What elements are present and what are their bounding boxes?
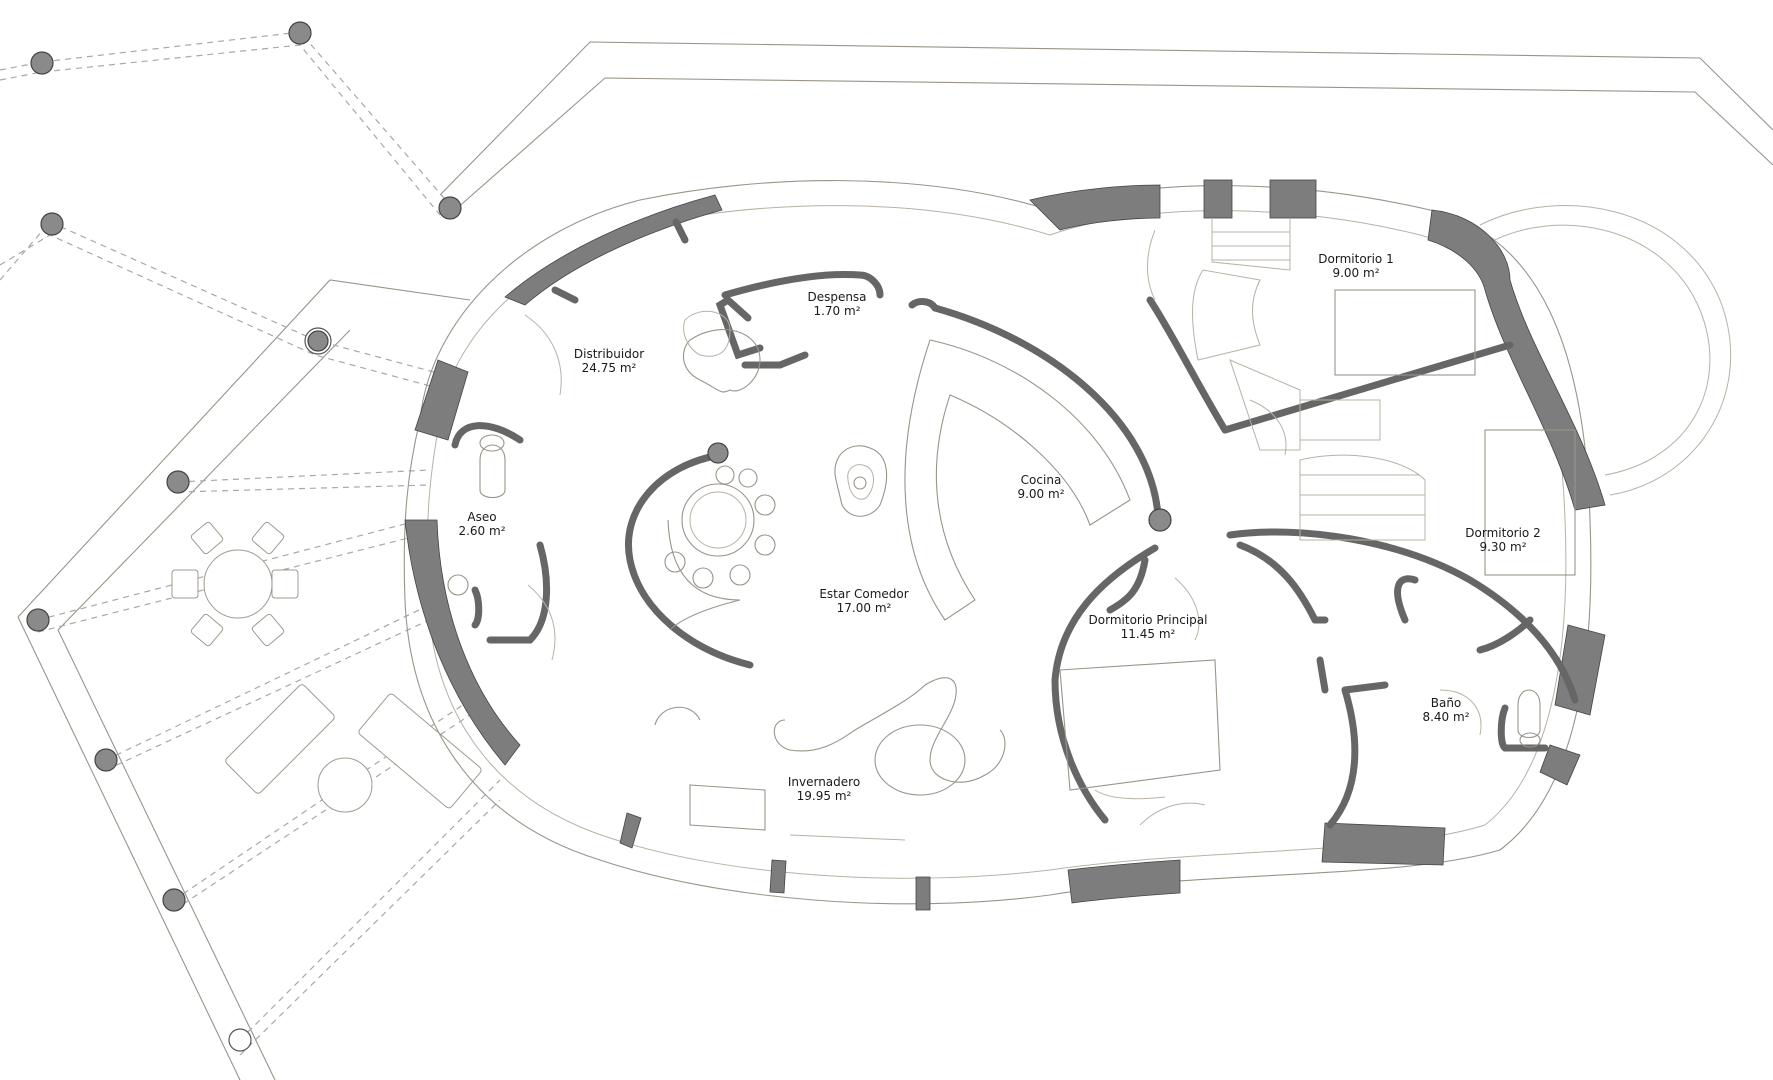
round-table-icon: [203, 549, 273, 619]
room-area: 8.40 m²: [1422, 710, 1470, 724]
room-label-aseo: Aseo 2.60 m²: [458, 510, 505, 538]
column-icon: [1148, 508, 1172, 532]
room-name: Dormitorio 1: [1318, 252, 1394, 266]
bed-icon: [1059, 659, 1221, 800]
room-label-dormitorio-2: Dormitorio 2 9.30 m²: [1465, 526, 1540, 554]
room-label-dormitorio-1: Dormitorio 1 9.00 m²: [1318, 252, 1393, 280]
room-label-estar-comedor: Estar Comedor 17.00 m²: [819, 587, 908, 615]
room-label-despensa: Despensa 1.70 m²: [807, 290, 866, 318]
dining-table-icon: [681, 483, 755, 557]
bed-icon: [1484, 429, 1576, 576]
room-name: Distribuidor: [573, 347, 645, 361]
room-area: 9.30 m²: [1479, 540, 1527, 554]
post-icon: [166, 470, 190, 494]
room-name: Estar Comedor: [819, 587, 909, 601]
post-icon: [438, 196, 462, 220]
stairs: [1192, 218, 1426, 541]
bed-icon: [1334, 289, 1476, 376]
room-area: 17.00 m²: [836, 601, 892, 615]
sink-icon: [447, 574, 469, 596]
room-area: 1.70 m²: [813, 304, 861, 318]
lounger-icon: [358, 693, 482, 809]
room-area: 2.60 m²: [458, 524, 506, 538]
room-label-cocina: Cocina 9.00 m²: [1017, 473, 1064, 501]
toilet-icon: [479, 434, 506, 499]
planter-icon: [874, 724, 966, 796]
post-icon: [40, 212, 64, 236]
walls: [404, 179, 1606, 911]
fireplace-icon: [834, 445, 888, 517]
kitchen-counter: [904, 339, 1131, 621]
room-area: 9.00 m²: [1017, 487, 1065, 501]
post-icon: [228, 1028, 252, 1052]
room-label-distribuidor: Distribuidor 24.75 m²: [574, 347, 644, 375]
pantry-furniture: [682, 310, 761, 393]
room-area: 24.75 m²: [581, 361, 637, 375]
terrace-outline: [17, 41, 1773, 1080]
post-icon: [94, 748, 118, 772]
dining-area: [664, 442, 776, 631]
post-icon: [288, 21, 312, 45]
room-area: 11.45 m²: [1120, 627, 1176, 641]
post-icon: [26, 608, 50, 632]
room-label-dormitorio-principal: Dormitorio Principal 11.45 m²: [1089, 613, 1208, 641]
pergola-posts: [26, 21, 462, 1052]
column: [1269, 179, 1317, 219]
room-area: 19.95 m²: [796, 789, 852, 803]
room-name: Aseo: [467, 510, 497, 524]
greenhouse-planters: [654, 677, 1006, 841]
room-name: Despensa: [807, 290, 867, 304]
lounger-icon: [225, 684, 335, 794]
post-icon: [162, 888, 186, 912]
post-icon: [30, 51, 54, 75]
room-name: Dormitorio Principal: [1088, 613, 1208, 627]
room-name: Baño: [1430, 696, 1462, 710]
room-label-bano: Baño 8.40 m²: [1422, 696, 1469, 724]
room-area: 9.00 m²: [1332, 266, 1380, 280]
column: [1203, 179, 1233, 219]
toilet-icon: [1517, 689, 1541, 748]
door-swings: [524, 229, 1482, 826]
room-name: Invernadero: [787, 775, 861, 789]
room-name: Dormitorio 2: [1465, 526, 1541, 540]
room-name: Cocina: [1020, 473, 1062, 487]
interior-walls: [451, 218, 1579, 829]
room-label-invernadero: Invernadero 19.95 m²: [788, 775, 860, 803]
outdoor-furniture: [171, 521, 482, 813]
